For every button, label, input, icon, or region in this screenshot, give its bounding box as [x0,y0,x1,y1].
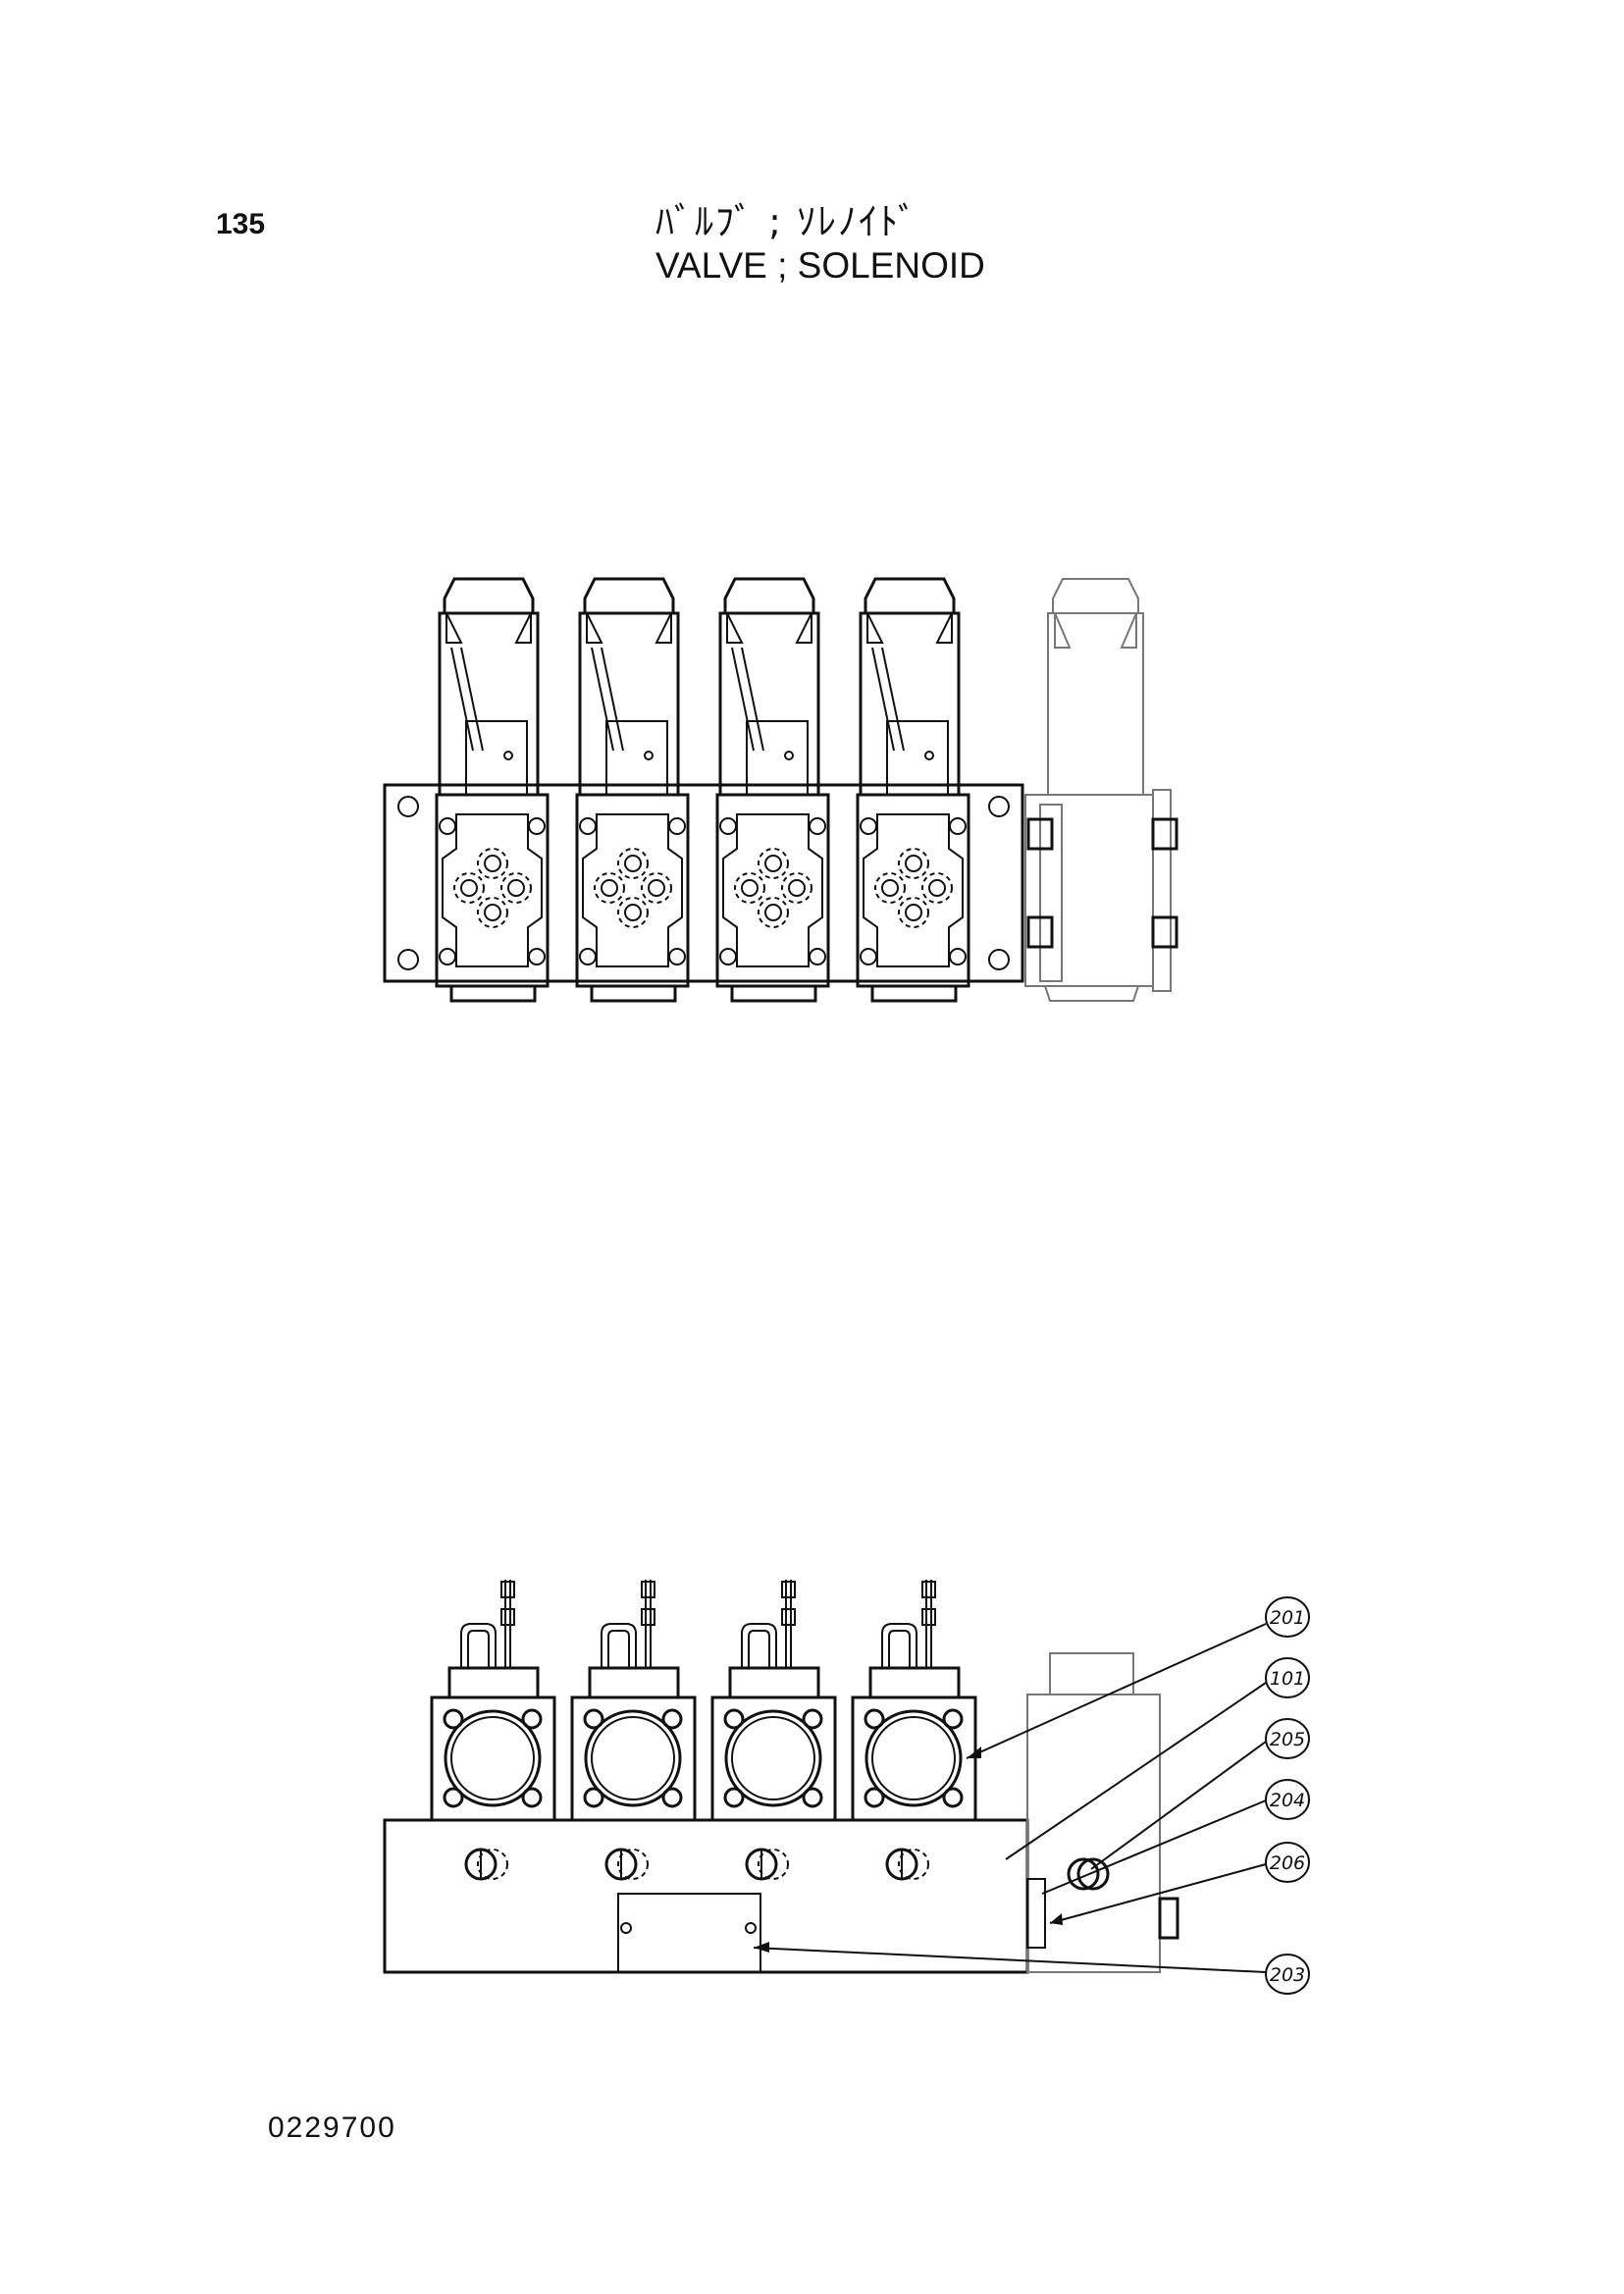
mounting-hole [988,949,1010,970]
callout-label: 206 [1270,1852,1305,1874]
leader-205 [1090,1741,1267,1870]
leader-101 [1005,1682,1267,1860]
manifold-block [383,1818,1029,1974]
solenoid-valve-unit-2 [575,577,690,1003]
bottom-view-assembly: 201 101 205 204 206 203 [383,1580,1310,1995]
solenoid-head-3 [710,1580,837,1822]
leader-lines [753,1623,1267,1973]
callout-203: 203 [1265,1954,1310,1995]
callout-label: 204 [1270,1790,1305,1811]
phantom-valve-unit [1024,578,1179,1002]
title-japanese: ﾊﾞﾙﾌﾞ ; ｿﾚﾉｲﾄﾞ [655,200,918,243]
title-english: VALVE ; SOLENOID [655,245,985,286]
callout-101: 101 [1265,1657,1310,1698]
solenoid-head-2 [570,1580,697,1822]
cover-plate [617,1893,761,1973]
mounting-hole [397,949,419,970]
solenoid-head-4 [851,1580,977,1822]
mounting-hole [988,796,1010,817]
callout-label: 203 [1270,1964,1305,1986]
solenoid-valve-unit-3 [715,577,830,1003]
callout-201: 201 [1265,1596,1310,1638]
leader-201 [966,1623,1267,1759]
callout-label: 101 [1270,1668,1305,1690]
callout-206: 206 [1265,1842,1310,1883]
callout-label: 201 [1270,1607,1305,1629]
mounting-hole [397,796,419,817]
manifold-ports [464,1848,929,1881]
solenoid-head-1 [430,1580,556,1822]
top-view-assembly [383,577,1179,1003]
solenoid-valve-unit-4 [856,577,970,1003]
drawing-code: 0229700 [268,2112,396,2144]
callout-205: 205 [1265,1718,1310,1759]
leader-204 [1041,1799,1267,1895]
leader-206 [1049,1863,1267,1924]
callout-204: 204 [1265,1779,1310,1820]
solenoid-valve-unit-1 [435,577,550,1003]
page-number: 135 [216,208,266,240]
phantom-valve-side [1026,1652,1179,1973]
leader-203 [753,1947,1267,1973]
callout-label: 205 [1270,1729,1305,1750]
base-plate [383,783,1024,983]
